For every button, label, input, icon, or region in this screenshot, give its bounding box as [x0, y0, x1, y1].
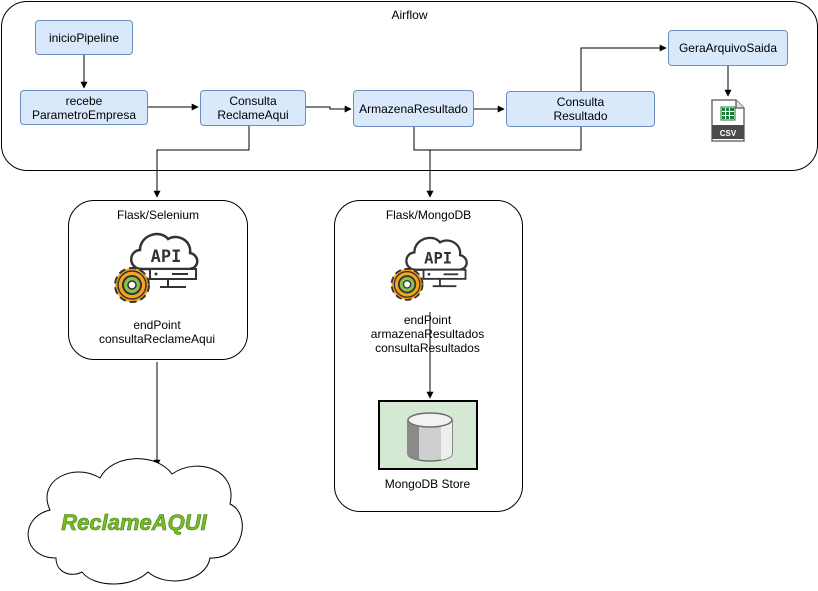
node-recebe-parametro-empresa[interactable]: recebe ParametroEmpresa [20, 90, 148, 125]
node-armazena-resultado[interactable]: ArmazenaResultado [353, 90, 474, 127]
edge-consulta-armazena [306, 105, 352, 113]
node-inicio-pipeline[interactable]: inicioPipeline [35, 20, 133, 55]
edge-consultares-gera [413, 44, 667, 151]
mongodb-store-box [378, 400, 478, 470]
mongodb-store-label: MongoDB Store [384, 477, 471, 491]
database-icon [407, 412, 453, 462]
mongodb-endpoint-label: endPoint armazenaResultados consultaResu… [370, 313, 485, 355]
airflow-title: Airflow [391, 8, 428, 22]
api-icon-text: API [424, 249, 452, 267]
selenium-endpoint-label: endPoint consultaReclameAqui [98, 318, 216, 346]
flask-selenium-title: Flask/Selenium [116, 208, 200, 222]
flask-selenium-container: Flask/Selenium [68, 200, 248, 360]
flask-mongodb-title: Flask/MongoDB [385, 208, 472, 222]
node-consulta-reclame-aqui[interactable]: Consulta ReclameAqui [200, 90, 306, 126]
reclameaqui-logo: ReclameAQUI [61, 510, 207, 535]
reclameaqui-cloud: ReclameAQUI [27, 458, 243, 585]
node-consulta-resultado[interactable]: Consulta Resultado [506, 91, 655, 127]
api-icon-text: API [151, 247, 182, 267]
csv-file-icon: CSV [711, 99, 745, 142]
api-gear-icon: API [114, 232, 199, 303]
airflow-container: Airflow [1, 1, 818, 171]
edge-consulta-flask-selenium [153, 126, 250, 198]
api-gear-icon: API [390, 236, 468, 301]
csv-icon-label: CSV [720, 129, 737, 138]
node-gera-arquivo-saida[interactable]: GeraArquivoSaida [668, 30, 788, 66]
